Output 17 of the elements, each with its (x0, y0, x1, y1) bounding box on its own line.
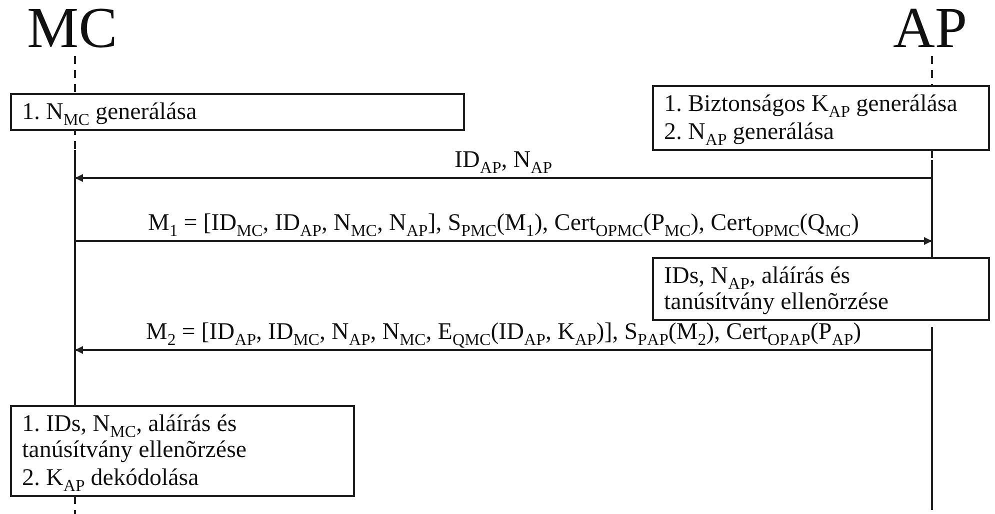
step-text: 2. N$_{AP}$ generálása (664, 119, 836, 145)
step-text: 1. Biztonságos K$_{AP}$ generálása (664, 91, 958, 117)
message-label: ID$_{AP}$, N$_{AP}$ (454, 146, 554, 174)
message-arrow (75, 237, 932, 245)
process-box (10, 405, 355, 497)
step-text: 1. N$_{MC}$ generálása (22, 99, 198, 125)
participant-label: MC (27, 0, 118, 56)
participant-label: AP (893, 0, 968, 56)
process-box (652, 257, 990, 321)
process-box (10, 93, 465, 131)
message-arrow (75, 174, 932, 182)
message-label: M$_{1}$ = [ID$_{MC}$, ID$_{AP}$, N$_{MC}$, N$_{AP}$], S$_{P}$$_{MC}$(M$_{1}$), Cert$_{OP}$$_{MC}$(P$_{MC}$), Cert$_{OP}$$_{MC}$(Q$_{MC}$) (147, 209, 860, 237)
step-text: 2. K$_{AP}$ dekódolása (22, 465, 200, 491)
step-text: IDs, N$_{AP}$, aláírás és tanúsítvány ellenõrzése (664, 263, 890, 315)
process-box (652, 85, 990, 151)
message-arrow (75, 346, 932, 354)
message-label: M$_{2}$ = [ID$_{AP}$, ID$_{MC}$, N$_{AP}$, N$_{MC}$, E$_{Q}$$_{MC}$(ID$_{AP}$, K$_{AP}$)], S$_{P}$$_{AP}$(M$_{2}$), Cert$_{OP}$$_{AP}$(P$_{AP}$) (145, 318, 862, 346)
